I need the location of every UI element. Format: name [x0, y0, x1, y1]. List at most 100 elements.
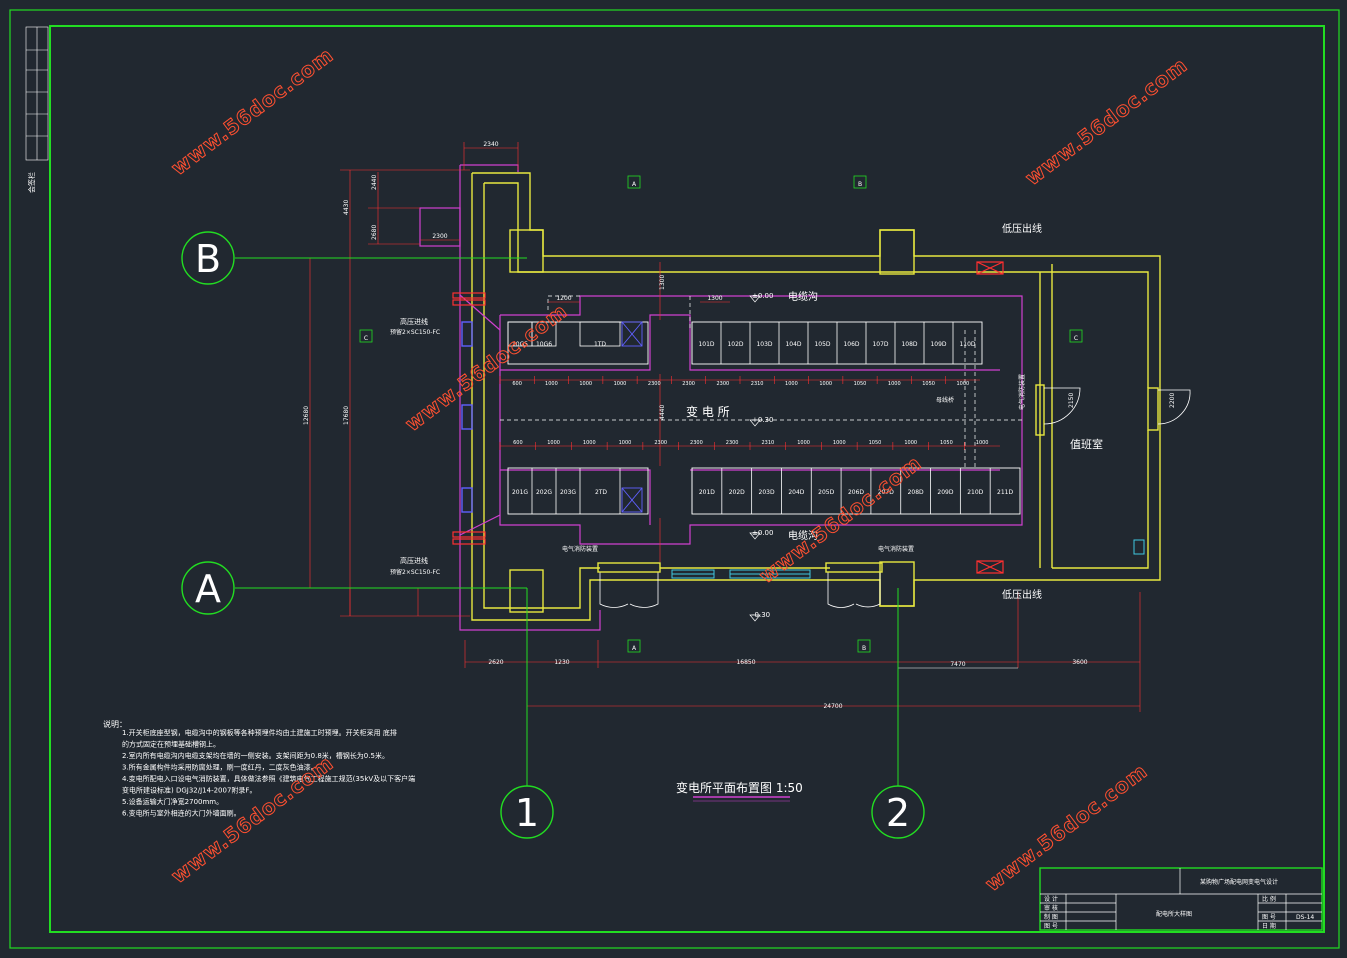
elevation-symbols: [749, 295, 761, 622]
panel-label: 2TD: [595, 489, 607, 496]
panel-label: 202G: [536, 489, 552, 496]
note-line: 的方式固定在预埋基础槽钢上。: [122, 740, 220, 749]
title-block-row-3: 制 图: [1044, 913, 1058, 921]
note-line: 2.室内所有电缆沟内电缆支架均在墙的一侧安装。支架间距为0.8米，槽钢长为0.5…: [122, 751, 389, 760]
row-dim-label: 1000: [579, 381, 592, 387]
panel-label: 203G: [560, 489, 576, 496]
section-a-top: A: [632, 181, 637, 188]
row-dim-label: 1000: [614, 381, 627, 387]
dim-mid-v2: 1300: [659, 275, 666, 290]
axis-bubble-1: [500, 785, 554, 839]
cable-trench: [419, 164, 1023, 631]
busbar-label: 母线桥: [936, 396, 954, 404]
title-block-sheet: DS-14: [1296, 914, 1314, 921]
outer-frame: [9, 9, 1340, 949]
title-block-label-1: 比 例: [1262, 895, 1276, 903]
switchgear-panel: 202D: [721, 468, 745, 514]
switchgear-panel: 101D: [691, 322, 715, 364]
lv-out-bottom: 低压出线: [1002, 588, 1042, 601]
switchgear-panel: 209D: [930, 468, 954, 514]
dim-left-v3: 2680: [371, 225, 378, 240]
switchgear-panel: 211D: [989, 468, 1014, 514]
axis-2-label: 2: [886, 791, 910, 835]
doors: [599, 387, 1191, 608]
switchgear-panel: 203G: [560, 468, 581, 514]
panel-label: 106D: [843, 341, 859, 348]
title-block-project: 某购物广场配电网变电气设计: [1200, 878, 1278, 886]
fire-device-left: 电气消防装置: [562, 545, 598, 553]
fire-device-duty: 电气消防装置: [1018, 374, 1026, 410]
watermark-6: www.56doc.com: [981, 759, 1152, 896]
panel-label: 206D: [848, 489, 864, 496]
panel-label: 101D: [698, 341, 714, 348]
title-block-row-1: 设 计: [1044, 895, 1058, 903]
dim-mid-v: 4440: [659, 405, 666, 420]
dim-bottom-3: 16850: [736, 659, 755, 666]
notes-heading: 说明：: [103, 719, 127, 729]
row-dim-label: 1000: [819, 381, 832, 387]
dim-left-v2: 4430: [343, 200, 350, 215]
panel-label: 204D: [788, 489, 804, 496]
duty-room-label: 值班室: [1070, 437, 1103, 451]
walls: [471, 172, 1161, 621]
switchgear-panel: 108D: [894, 322, 918, 364]
dim-overall: 24700: [823, 703, 842, 710]
row-dim-label: 2300: [716, 381, 729, 387]
row-dim-label: 2300: [726, 440, 739, 446]
cable-trench-inner: [500, 295, 1022, 470]
dim-bottom-5: 3600: [1072, 659, 1087, 666]
switchgear-panel: 202G: [536, 468, 557, 514]
row-dim-label: 1000: [833, 440, 846, 446]
panel-label: 201G: [512, 489, 528, 496]
panel-label: 103D: [756, 341, 772, 348]
dim-gap-top2: 1300: [707, 295, 722, 302]
switchgear-panel: 107D: [865, 322, 889, 364]
wall-openings: [461, 321, 473, 513]
panel-label: 207D: [878, 489, 894, 496]
section-c-right: C: [1074, 335, 1078, 342]
panel-label: 102D: [727, 341, 743, 348]
axis-1-label: 1: [515, 791, 539, 835]
switchgear-panel: 206D: [840, 468, 864, 514]
panel-label: 209D: [937, 489, 953, 496]
note-line: 5.设备运输大门净宽2700mm。: [122, 797, 223, 806]
dim-top-width: 2340: [483, 141, 498, 148]
axis-bubble-a: [181, 561, 235, 615]
switchgear-panel: 1TD: [579, 321, 621, 348]
panel-label: 201D: [699, 489, 715, 496]
row-dim-label: 1000: [785, 381, 798, 387]
dim-left-v1: 2440: [371, 175, 378, 190]
hv-entry-marks: [452, 261, 1004, 574]
axis-bubble-b: [181, 231, 235, 285]
note-line: 3.所有金属构件均采用防腐处理，刷一度红丹，二度灰色油漆。: [122, 763, 318, 772]
watermark-2: www.56doc.com: [1021, 53, 1192, 190]
elev-mid: +0.30: [752, 416, 773, 424]
panel-label: 202D: [729, 489, 745, 496]
row-dim-label: 2310: [751, 381, 764, 387]
cable-trench-top-label: 电缆沟: [788, 290, 818, 303]
hv-in-bottom-sub: 预留2×SC150-FC: [390, 568, 440, 576]
hv-in-top: 高压进线: [400, 317, 428, 326]
row-dim-label: 1000: [888, 381, 901, 387]
row-dim-label: 1000: [547, 440, 560, 446]
inner-frame: [49, 25, 1325, 933]
door-frames: [597, 562, 883, 573]
axis-bubble-2: [871, 785, 925, 839]
note-line: 变电所建设标准) DGJ32/J14-2007附录F。: [122, 786, 256, 795]
watermark-1: www.56doc.com: [167, 43, 338, 180]
row-dim-label: 600: [512, 381, 522, 387]
panel-label: 210D: [967, 489, 983, 496]
lv-out-top: 低压出线: [1002, 222, 1042, 235]
panel-label: 108D: [901, 341, 917, 348]
panel-label: 1TD: [594, 341, 606, 348]
switchgear-panel: 204D: [781, 468, 805, 514]
panel-label: 104D: [785, 341, 801, 348]
switchgear-panel: 201G: [512, 468, 533, 514]
elev-outside: -0.30: [752, 611, 770, 619]
panel-label: 10G5: [512, 341, 528, 348]
switchgear-panel: 105D: [807, 322, 831, 364]
switchgear-panel: 104D: [778, 322, 802, 364]
